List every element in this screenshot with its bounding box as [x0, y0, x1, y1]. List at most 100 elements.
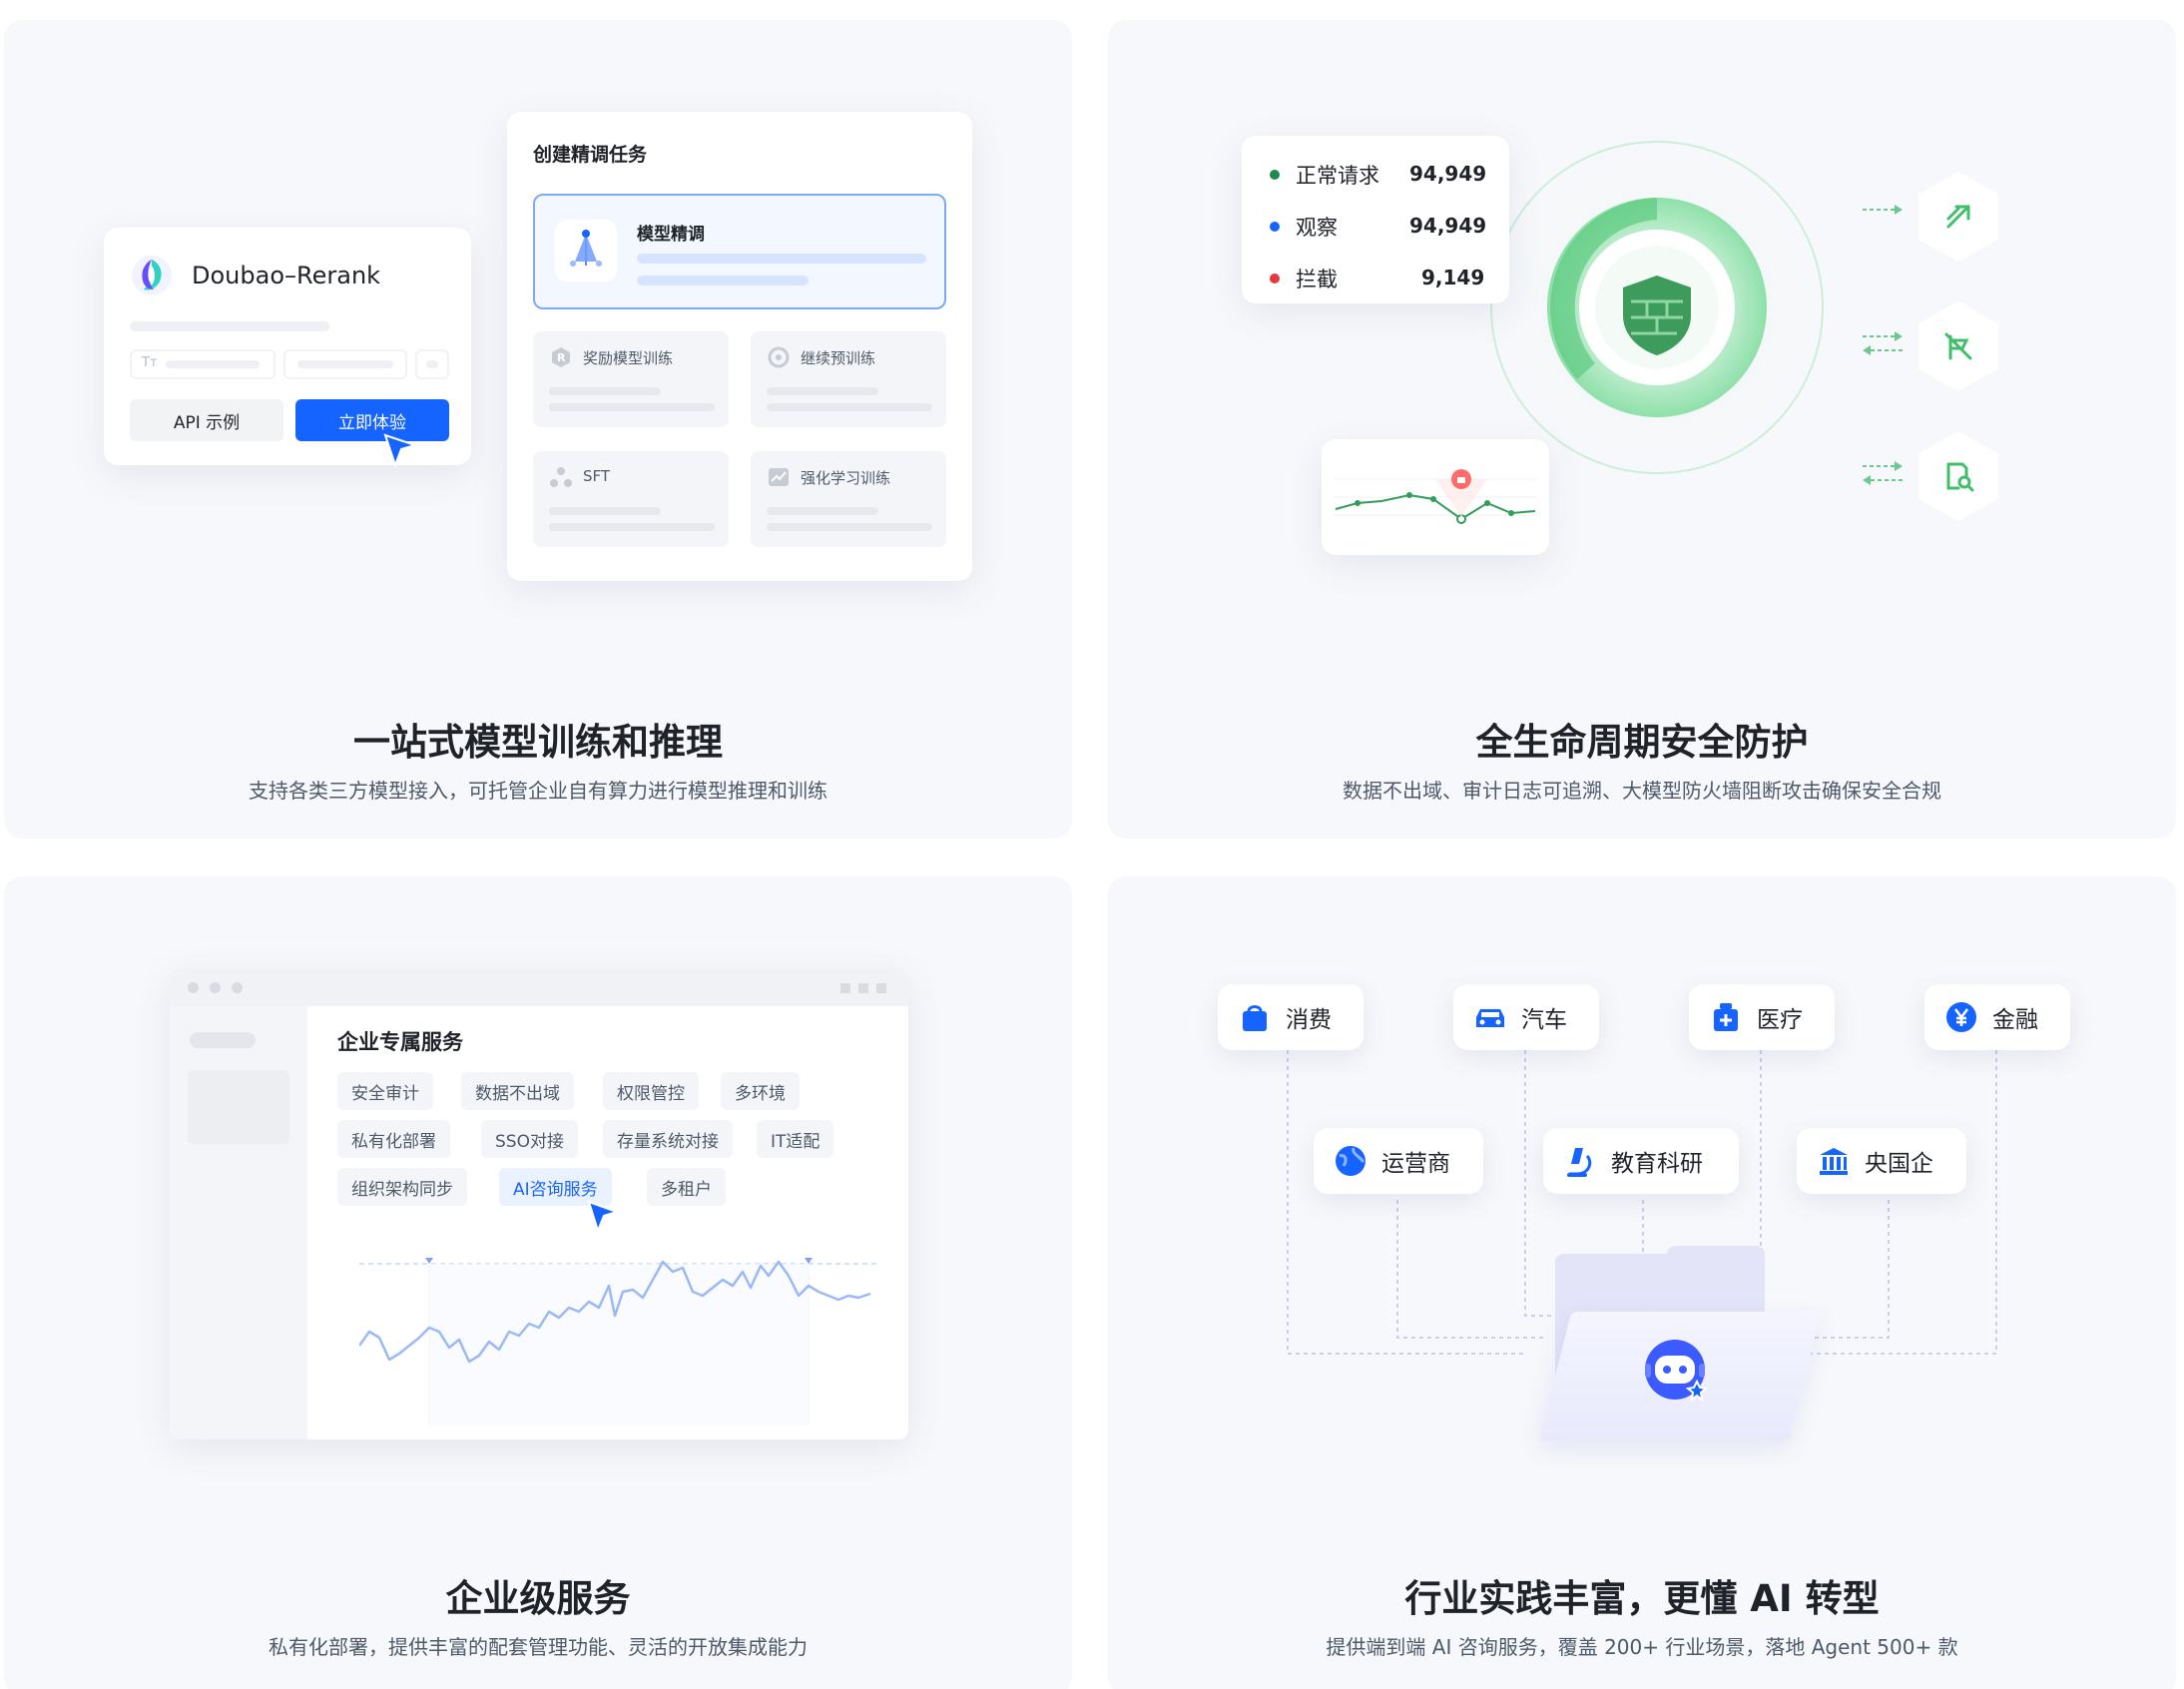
panel-model-training: Doubao–Rerank Tт API 示例 立即体验 创建精调任务	[4, 20, 1072, 839]
window-dot	[188, 982, 199, 993]
service-window: 企业专属服务 安全审计 数据不出域 权限管控 多环境 私有化部署 SSO对接 存…	[170, 968, 908, 1439]
option-label: 模型精调	[637, 225, 705, 245]
tag-org-sync[interactable]: 组织架构同步	[337, 1168, 467, 1206]
car-icon	[1473, 1000, 1507, 1034]
api-example-button[interactable]: API 示例	[130, 399, 283, 441]
expand-arrows-icon	[1946, 205, 1970, 229]
option-label: 奖励模型训练	[583, 349, 674, 367]
chart-icon	[767, 465, 791, 489]
reward-icon: R	[549, 345, 573, 369]
panel-title: 全生命周期安全防护	[1475, 721, 1809, 764]
industry-auto[interactable]: 汽车	[1453, 984, 1599, 1050]
hex-expand-button[interactable]	[1918, 172, 1998, 262]
tag-it-adapt[interactable]: IT适配	[757, 1120, 834, 1158]
fine-tune-task-card: 创建精调任务 模型精调 R 奖励模型训练	[507, 112, 972, 581]
medical-kit-icon	[1709, 1000, 1743, 1034]
stat-normal: 正常请求	[1270, 160, 1379, 190]
industry-label: 消费	[1286, 1007, 1332, 1033]
yen-coin-icon	[1944, 1000, 1978, 1034]
block-flag-icon	[1944, 332, 1972, 360]
tag-multi-env[interactable]: 多环境	[721, 1072, 800, 1110]
panel-title: 一站式模型训练和推理	[353, 721, 723, 764]
option-model-finetune[interactable]: 模型精调	[533, 194, 946, 309]
traffic-chart-card	[1322, 439, 1549, 555]
task-card-title: 创建精调任务	[533, 144, 648, 166]
option-continue-pretrain[interactable]: 继续预训练	[751, 331, 946, 427]
hex-audit-button[interactable]	[1918, 431, 1998, 521]
refresh-icon	[767, 345, 791, 369]
panel-enterprise: 企业专属服务 安全审计 数据不出域 权限管控 多环境 私有化部署 SSO对接 存…	[4, 876, 1072, 1689]
tag-private-deploy[interactable]: 私有化部署	[337, 1120, 450, 1158]
stat-value: 94,949	[1409, 162, 1487, 186]
hex-block-button[interactable]	[1918, 301, 1998, 391]
industry-label: 金融	[1992, 1007, 2038, 1033]
window-control[interactable]	[858, 983, 868, 993]
panel-description: 提供端到端 AI 咨询服务，覆盖 200+ 行业场景，落地 Agent 500+…	[1326, 1635, 1958, 1659]
option-reward-model[interactable]: R 奖励模型训练	[533, 331, 729, 427]
folder-tab	[1667, 1246, 1765, 1276]
window-title: 企业专属服务	[337, 1030, 463, 1054]
status-dot	[1270, 222, 1280, 232]
industry-telecom[interactable]: 运营商	[1314, 1128, 1483, 1194]
panel-title: 行业实践丰富，更懂 AI 转型	[1404, 1577, 1880, 1620]
tag-multi-tenant[interactable]: 多租户	[647, 1168, 726, 1206]
arrow-both-icon	[1861, 329, 1905, 361]
tag-security-audit[interactable]: 安全审计	[337, 1072, 433, 1110]
svg-text:R: R	[557, 351, 566, 364]
window-sidebar	[170, 1006, 307, 1439]
ai-agent-icon	[1639, 1334, 1713, 1404]
select-placeholder[interactable]	[283, 349, 407, 379]
nodes-icon	[549, 465, 573, 489]
panel-title: 企业级服务	[445, 1577, 631, 1620]
panel-description: 数据不出域、审计日志可追溯、大模型防火墙阻断攻击确保安全合规	[1343, 779, 1941, 803]
panel-description: 私有化部署，提供丰富的配套管理功能、灵活的开放集成能力	[269, 1635, 808, 1659]
cursor-icon	[383, 433, 419, 473]
option-rl-training[interactable]: 强化学习训练	[751, 451, 946, 547]
window-control[interactable]	[876, 983, 886, 993]
window-titlebar	[170, 968, 908, 1006]
industry-medical[interactable]: 医疗	[1689, 984, 1835, 1050]
window-control[interactable]	[840, 983, 850, 993]
text-format-icon: Tт	[142, 355, 158, 370]
request-stats-card: 正常请求 94,949 观察 94,949 拦截 9,149	[1242, 136, 1509, 303]
arrow-right-icon	[1861, 202, 1905, 221]
industry-label: 汽车	[1521, 1007, 1567, 1033]
tag-data-local[interactable]: 数据不出域	[461, 1072, 574, 1110]
window-dot	[210, 982, 221, 993]
tag-sso[interactable]: SSO对接	[481, 1120, 578, 1158]
stat-label: 观察	[1296, 216, 1338, 240]
shopping-bag-icon	[1238, 1000, 1272, 1034]
industry-label: 医疗	[1757, 1007, 1803, 1033]
option-sft[interactable]: SFT	[533, 451, 729, 547]
industry-consumer[interactable]: 消费	[1218, 984, 1364, 1050]
industry-label: 教育科研	[1611, 1151, 1703, 1177]
stat-label: 拦截	[1296, 268, 1338, 291]
tag-permission[interactable]: 权限管控	[603, 1072, 699, 1110]
tag-ai-consulting[interactable]: AI咨询服务	[499, 1168, 612, 1206]
globe-icon	[1334, 1144, 1367, 1178]
stat-blocked: 拦截	[1270, 264, 1338, 293]
industry-education[interactable]: 教育科研	[1543, 1128, 1739, 1194]
industry-connectors	[1287, 1050, 1997, 1355]
stat-label: 正常请求	[1296, 164, 1379, 188]
stat-value: 9,149	[1421, 266, 1485, 289]
industry-finance[interactable]: 金融	[1924, 984, 2070, 1050]
text-input-placeholder[interactable]: Tт	[130, 349, 275, 379]
window-dot	[232, 982, 243, 993]
document-search-icon	[1946, 462, 1974, 492]
tag-legacy-system[interactable]: 存量系统对接	[603, 1120, 733, 1158]
cursor-icon	[587, 1200, 621, 1238]
status-dot	[1270, 274, 1280, 283]
industry-soe[interactable]: 央国企	[1797, 1128, 1966, 1194]
toggle-placeholder[interactable]	[415, 349, 449, 379]
try-now-button[interactable]: 立即体验	[295, 399, 449, 441]
panel-industry: 消费 汽车 医疗 金融 运营商 教育科研 央国企 行业实践丰富，更懂 AI 转型…	[1108, 876, 2176, 1689]
panel-security: 正常请求 94,949 观察 94,949 拦截 9,149	[1108, 20, 2176, 839]
option-label: 继续预训练	[801, 349, 876, 367]
stat-observe: 观察	[1270, 212, 1338, 242]
traffic-line-chart	[1334, 469, 1537, 524]
finetune-icon	[555, 220, 617, 282]
doubao-logo-icon	[130, 254, 174, 297]
trend-line-chart	[359, 1258, 878, 1425]
arrow-both-icon	[1861, 459, 1905, 491]
